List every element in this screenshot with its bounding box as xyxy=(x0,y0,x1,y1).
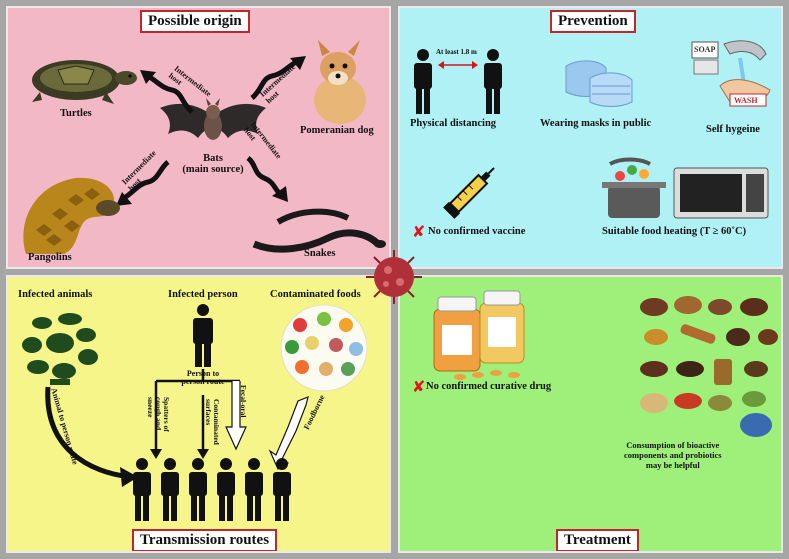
spices-icon xyxy=(640,296,778,437)
bat-source-label: Bats (main source) xyxy=(173,153,253,175)
hand-washing-icon xyxy=(691,40,771,107)
arrow-to-snake-icon xyxy=(246,156,288,202)
pill-bottles-icon xyxy=(433,290,525,380)
bat-main-source-text: (main source) xyxy=(182,164,244,175)
animal-label-dog: Pomeranian dog xyxy=(300,125,374,136)
arrow-to-pangolin-icon xyxy=(116,160,170,206)
no-curative-drug-label: No confirmed curative drug xyxy=(426,381,552,392)
fecal-oral-label: Fecal-oral xyxy=(239,385,248,418)
food-heating-label: Suitable food heating (T ≥ 60˚C) xyxy=(602,226,747,237)
prevention-title: Prevention xyxy=(550,10,636,33)
animal-label-pangolins: Pangolins xyxy=(28,252,72,263)
person-icon xyxy=(414,49,432,114)
animal-label-snakes: Snakes xyxy=(304,248,336,259)
bat-icon xyxy=(160,98,266,140)
person-icon xyxy=(484,49,502,114)
dog-icon xyxy=(314,40,366,124)
cooking-pot-icon xyxy=(602,157,666,218)
infected-person-icon xyxy=(193,304,213,367)
possible-origin-panel: Possible origin Turtles Pomeranian dog B… xyxy=(6,6,391,269)
transmission-routes-title: Transmission routes xyxy=(132,529,278,551)
possible-origin-title: Possible origin xyxy=(140,10,250,33)
treatment-title: Treatment xyxy=(556,529,639,551)
arrow-to-turtle-icon xyxy=(140,70,194,114)
transmission-arrows-icon xyxy=(45,369,309,487)
wash-text: WASH xyxy=(734,96,758,105)
coronavirus-icon xyxy=(366,250,422,304)
red-x-icon: ✘ xyxy=(412,377,426,396)
infected-person-label: Infected person xyxy=(168,289,238,300)
snake-icon xyxy=(252,208,386,253)
self-hygiene-label: Self hygeine xyxy=(706,124,760,135)
red-x-icon: ✘ xyxy=(412,222,426,241)
distance-arrow-icon xyxy=(438,61,478,69)
physical-distancing-label: Physical distancing xyxy=(410,118,497,129)
animals-silhouette-icon xyxy=(22,313,98,385)
people-crowd-icon xyxy=(133,458,291,521)
bioactive-label: Consumption of bioactive components and … xyxy=(624,440,722,470)
infected-animals-label: Infected animals xyxy=(18,289,93,300)
treatment-panel: ✘ No confirmed curative drug Consumption… xyxy=(398,275,783,553)
microwave-icon xyxy=(673,167,769,219)
turtle-icon xyxy=(32,60,137,104)
distance-label: At least 1.8 m xyxy=(436,48,477,56)
bat-name-text: Bats xyxy=(203,153,223,164)
syringe-icon xyxy=(443,167,495,219)
contaminated-foods-label: Contaminated foods xyxy=(270,289,361,300)
face-mask-icon xyxy=(565,60,633,107)
transmission-routes-panel: Infected animals Infected person Contami… xyxy=(6,275,391,553)
animal-label-turtles: Turtles xyxy=(60,108,92,119)
wearing-masks-label: Wearing masks in public xyxy=(540,118,652,129)
pangolin-icon xyxy=(23,177,120,254)
food-circle-icon xyxy=(280,304,368,392)
soap-text: SOAP xyxy=(694,45,716,54)
no-vaccine-label: No confirmed vaccine xyxy=(428,226,526,237)
prevention-panel: Prevention At least 1.8 m Physical dista… xyxy=(398,6,783,269)
arrow-to-dog-icon xyxy=(250,56,306,100)
